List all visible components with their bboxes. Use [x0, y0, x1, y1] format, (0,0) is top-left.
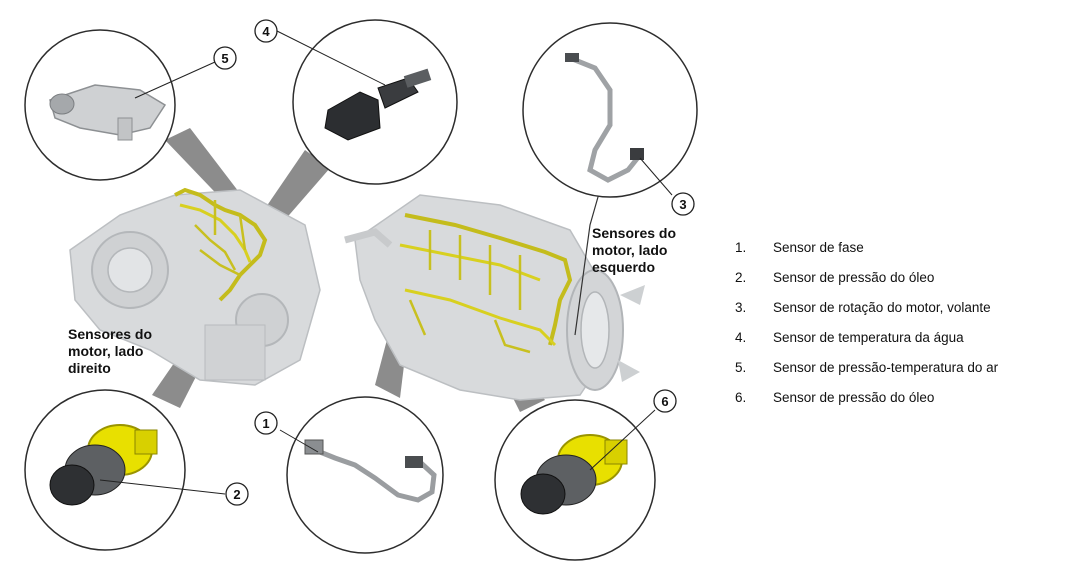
detail-circle-6 [494, 399, 656, 561]
legend-item: 5. Sensor de pressão-temperatura do ar [735, 360, 1065, 390]
legend-text: Sensor de pressão do óleo [773, 270, 935, 285]
callout-6: 6 [653, 389, 677, 413]
detail-circle-5 [24, 29, 216, 181]
legend-item: 1. Sensor de fase [735, 240, 1065, 270]
callout-2-label: 2 [233, 487, 240, 502]
legend-number: 4. [735, 330, 747, 345]
legend-text: Sensor de pressão do óleo [773, 390, 935, 405]
sensor-legend: 1. Sensor de fase 2. Sensor de pressão d… [735, 240, 1065, 420]
left-side-sensors-label: Sensores do motor, lado esquerdo [592, 225, 677, 275]
detail-circle-2 [24, 389, 226, 551]
legend-text: Sensor de fase [773, 240, 864, 255]
engine-right-side [69, 187, 321, 386]
right-side-sensors-label: Sensores do motor, lado direito [68, 326, 153, 376]
callout-3-label: 3 [679, 197, 686, 212]
callout-3: 3 [671, 192, 695, 216]
callout-1-label: 1 [262, 416, 269, 431]
callout-1: 1 [254, 411, 278, 435]
legend-item: 3. Sensor de rotação do motor, volante [735, 300, 1065, 330]
callout-4: 4 [254, 19, 278, 43]
legend-text: Sensor de pressão-temperatura do ar [773, 360, 999, 375]
detail-circle-1 [279, 396, 444, 554]
legend-item: 4. Sensor de temperatura da água [735, 330, 1065, 360]
legend-text: Sensor de rotação do motor, volante [773, 300, 991, 315]
detail-circle-3 [522, 22, 698, 198]
legend-number: 6. [735, 390, 747, 405]
legend-number: 2. [735, 270, 747, 285]
legend-number: 5. [735, 360, 747, 375]
callout-4-label: 4 [262, 24, 270, 39]
callout-6-label: 6 [661, 394, 668, 409]
callout-2: 2 [225, 482, 249, 506]
legend-item: 2. Sensor de pressão do óleo [735, 270, 1065, 300]
legend-number: 3. [735, 300, 747, 315]
legend-text: Sensor de temperatura da água [773, 330, 964, 345]
legend-item: 6. Sensor de pressão do óleo [735, 390, 1065, 420]
detail-circle-4 [274, 19, 458, 185]
callout-5: 5 [213, 46, 237, 70]
engine-left-side [344, 194, 645, 401]
callout-5-label: 5 [221, 51, 228, 66]
legend-number: 1. [735, 240, 747, 255]
